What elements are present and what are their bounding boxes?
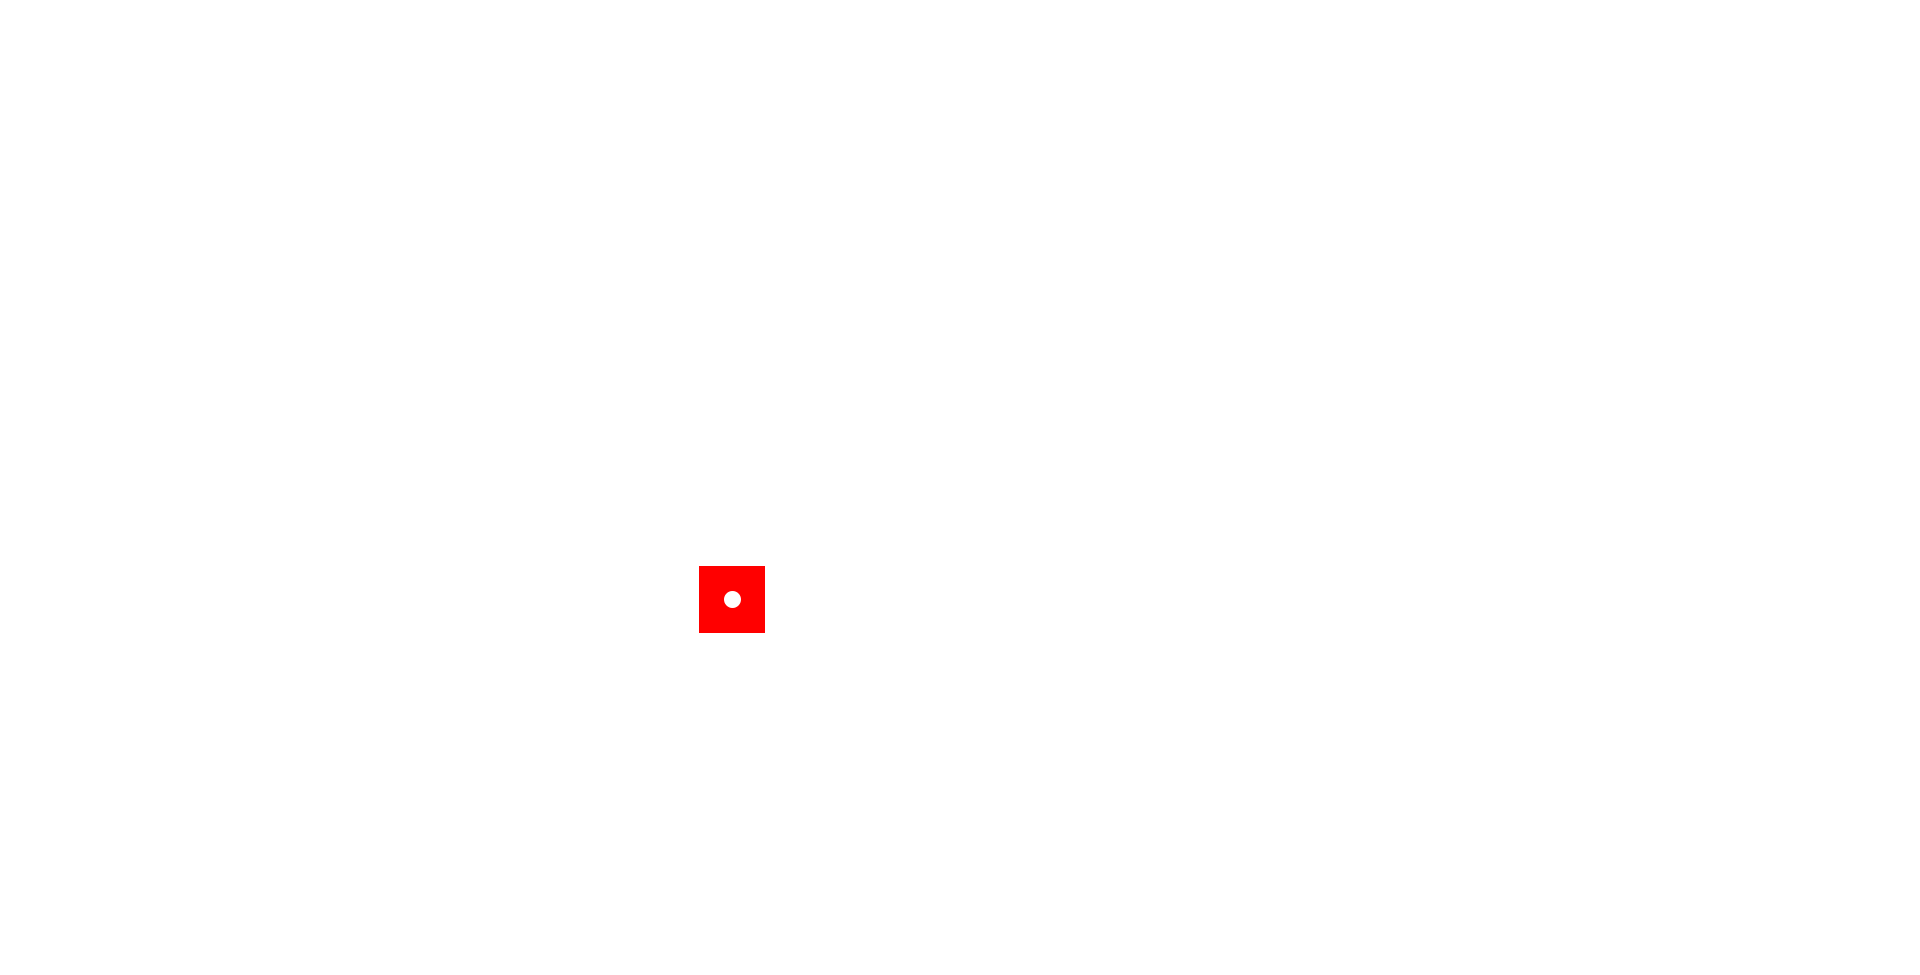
red-target-marker[interactable] xyxy=(699,566,765,633)
marker-center-dot-icon xyxy=(723,591,741,608)
